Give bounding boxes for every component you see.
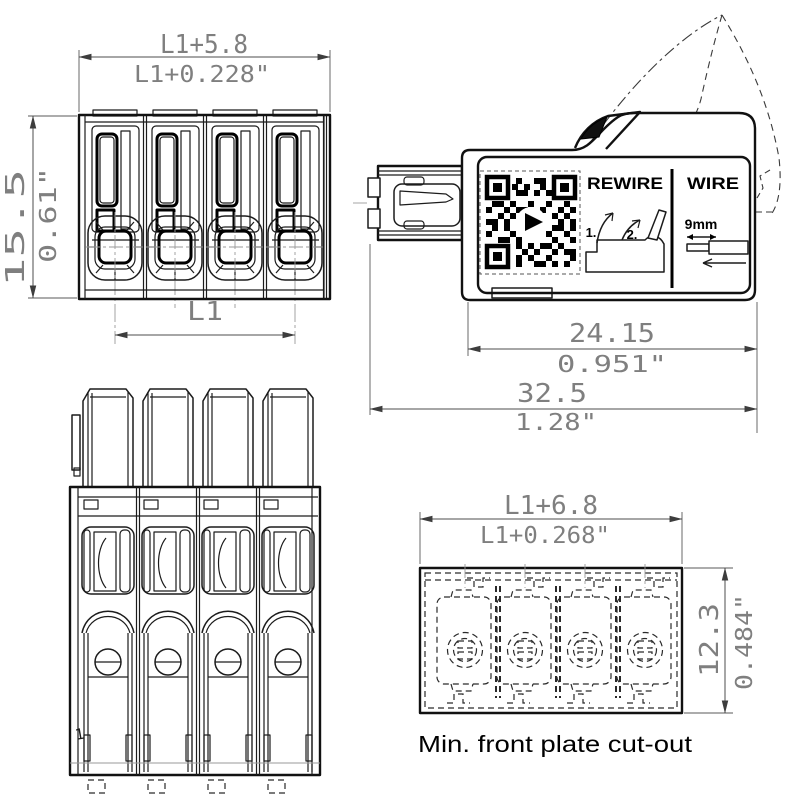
cutout-width-dimension: L1+6.8 L1+0.268" [419, 491, 683, 564]
cutout-view: L1+6.8 L1+0.268" 12.3 0.484" Min. front … [418, 491, 758, 757]
front-view: L1+5.8 L1+0.228" 15.5 0.61" L1 [1, 30, 332, 344]
dim-front-width-inch: L1+0.228" [134, 62, 270, 88]
dim-front-width-metric: L1+5.8 [160, 30, 248, 60]
side-label-width-dimension: 24.15 0.951" [467, 302, 758, 433]
rewire-step-1: 1. [586, 225, 597, 240]
dim-cutout-width-inch: L1+0.268" [480, 523, 610, 549]
rear-pole-2 [137, 388, 199, 794]
plug-interface [353, 164, 464, 242]
strip-length-icon [686, 234, 749, 268]
cutout-cell-1 [436, 563, 492, 704]
cutout-inner-dashed [424, 572, 678, 709]
dim-front-pitch: L1 [187, 297, 223, 327]
cutout-height-dimension: 12.3 0.484" [684, 567, 758, 714]
rewire-step-2: 2. [627, 227, 638, 242]
rewire-panel: REWIRE 1. 2. [585, 174, 667, 273]
pole-1-marker: 1 [74, 725, 86, 744]
qr-code [479, 170, 581, 275]
cutout-cell-3 [556, 563, 612, 704]
wire-title: WIRE [687, 174, 739, 193]
cutout-cell-2 [496, 563, 552, 704]
dim-side-label-width-metric: 24.15 [569, 319, 655, 349]
front-body-outline [77, 113, 332, 301]
cutout-caption: Min. front plate cut-out [418, 731, 693, 757]
dim-side-total-metric: 32.5 [517, 379, 587, 409]
dim-cutout-height-metric: 12.3 [695, 603, 725, 677]
rear-body-outline: 1 [68, 414, 322, 777]
side-total-width-dimension: 32.5 1.28" [369, 244, 758, 436]
front-pole-2 [144, 108, 208, 310]
strip-length-label: 9mm [685, 216, 718, 232]
front-pole-1 [84, 108, 148, 310]
rewire-lever-icon: 1. 2. [585, 209, 667, 273]
cutout-outer-rect [418, 566, 684, 715]
rear-pole-4 [257, 388, 319, 794]
dim-front-height-inch: 0.61" [36, 167, 62, 263]
front-pole-4 [264, 108, 328, 310]
front-pole-3 [204, 108, 268, 310]
rear-pole-3 [197, 388, 259, 794]
dim-cutout-width-metric: L1+6.8 [504, 491, 598, 521]
side-view: REWIRE 1. 2. WIRE 9mm [353, 14, 781, 436]
dim-side-total-inch: 1.28" [515, 410, 597, 436]
rewire-title: REWIRE [587, 174, 663, 193]
dim-side-label-width-inch: 0.951" [557, 352, 667, 378]
dim-cutout-height-inch: 0.484" [732, 594, 758, 690]
front-pitch-dimension: L1 [114, 297, 296, 344]
cutout-cell-4 [616, 563, 672, 704]
front-width-dimension: L1+5.8 L1+0.228" [78, 30, 331, 112]
rear-view: 1 [68, 388, 322, 794]
product-label: REWIRE 1. 2. WIRE 9mm [476, 155, 752, 295]
rear-pole-1 [77, 388, 139, 794]
wire-panel: WIRE 9mm [685, 174, 749, 268]
front-height-dimension: 15.5 0.61" [1, 115, 77, 299]
dim-front-height-metric: 15.5 [1, 169, 31, 287]
